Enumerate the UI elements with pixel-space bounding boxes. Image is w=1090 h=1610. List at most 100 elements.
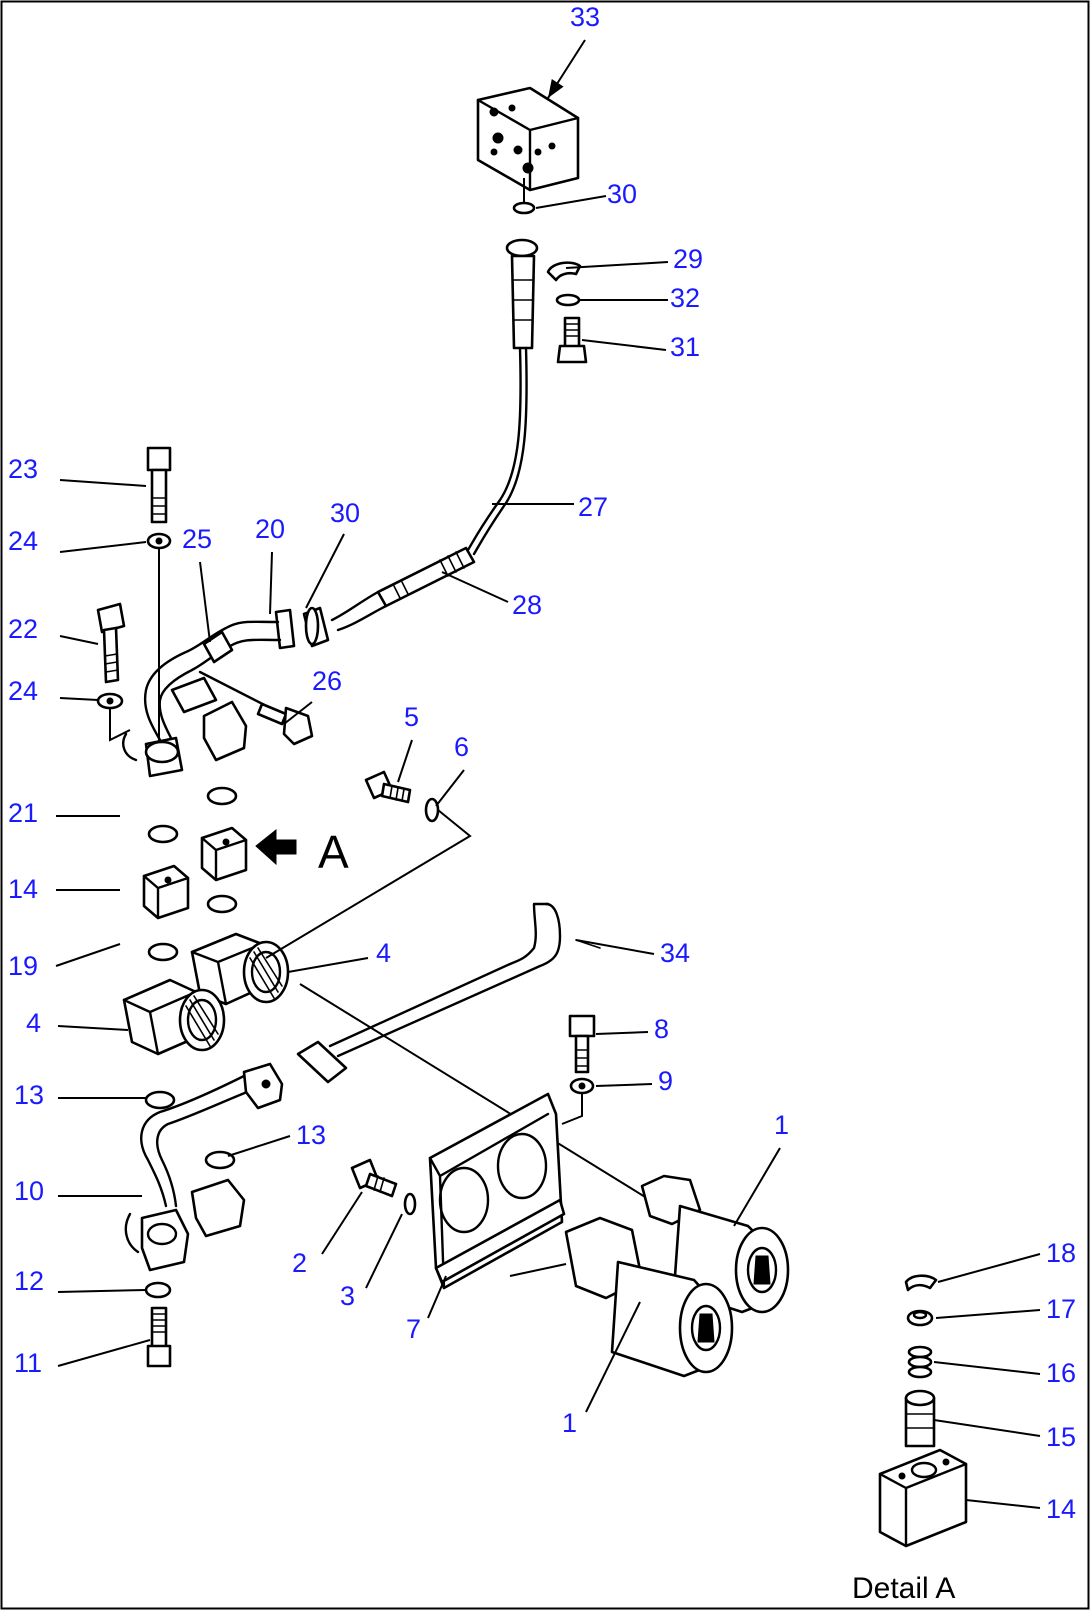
part-21-o-ring-b xyxy=(147,824,179,844)
callout-label: 15 xyxy=(1046,1422,1076,1452)
callout-label: 14 xyxy=(1046,1494,1076,1524)
callout-leader xyxy=(935,1309,1041,1319)
callout-label: 7 xyxy=(406,1314,421,1344)
callout-label: 4 xyxy=(376,938,391,968)
callout-leader xyxy=(397,739,413,783)
callout-leader xyxy=(59,479,147,487)
callout-label: 30 xyxy=(607,179,637,209)
callout-leader xyxy=(57,1339,151,1367)
callout-label: 1 xyxy=(774,1110,789,1140)
callout-leader xyxy=(933,1361,1041,1375)
callout-label: 2 xyxy=(292,1248,307,1278)
part-7-bracket xyxy=(428,1092,566,1290)
callout-leader xyxy=(57,1289,147,1293)
callout-leader xyxy=(435,769,465,807)
part-19-o-ring-a xyxy=(206,894,238,914)
part-31-bolt xyxy=(556,316,588,364)
part-33-junction-block xyxy=(476,86,580,192)
part-4-solenoid-valve-lower xyxy=(122,978,226,1056)
callout-leader xyxy=(535,195,607,209)
part-13-o-ring-a xyxy=(144,1090,176,1110)
callout-label: 27 xyxy=(578,492,608,522)
callout-arrowhead xyxy=(548,79,564,98)
callout-label: 31 xyxy=(670,332,700,362)
callout-leader xyxy=(55,943,121,967)
part-1-filter-upper xyxy=(640,1174,790,1314)
callout-label: 22 xyxy=(8,614,38,644)
callout-label: 12 xyxy=(14,1266,44,1296)
callout-label: 25 xyxy=(182,524,212,554)
callout-label: 3 xyxy=(340,1281,355,1311)
part-8-bolt xyxy=(568,1014,596,1074)
callout-label: 24 xyxy=(8,676,38,706)
callout-label: 18 xyxy=(1046,1238,1076,1268)
callout-leader xyxy=(283,701,313,725)
callout-label: 10 xyxy=(14,1176,44,1206)
callout-label: 32 xyxy=(670,283,700,313)
callout-label: 34 xyxy=(660,938,690,968)
part-14-valve-block-detail xyxy=(878,1448,968,1548)
arrow-left-icon xyxy=(255,828,297,866)
callout-leader xyxy=(59,635,99,645)
callout-leader xyxy=(733,1147,781,1227)
part-18-snap-ring xyxy=(904,1274,938,1292)
callout-leader xyxy=(57,1025,129,1031)
part-22-bolt xyxy=(96,602,126,684)
part-15-valve-spool xyxy=(904,1389,936,1448)
part-11-bolt xyxy=(146,1306,172,1368)
callout-label: 26 xyxy=(312,666,342,696)
clamp-block-upper xyxy=(122,676,248,778)
callout-label: 17 xyxy=(1046,1294,1076,1324)
callout-leader xyxy=(933,1419,1041,1437)
callout-leader xyxy=(321,1191,363,1255)
detail-a-title: Detail A xyxy=(852,1572,955,1605)
callout-label: 19 xyxy=(8,951,38,981)
callout-label: 11 xyxy=(14,1348,42,1378)
callout-leader xyxy=(595,1083,653,1087)
part-29-clip xyxy=(546,261,582,282)
callout-leader xyxy=(287,957,369,973)
part-3-washer xyxy=(403,1192,417,1216)
view-letter-a: A xyxy=(318,826,349,878)
part-23-bolt xyxy=(146,446,172,524)
callout-label: 13 xyxy=(14,1080,44,1110)
callout-leader xyxy=(585,1301,641,1413)
part-14-block-b xyxy=(142,864,190,920)
callout-leader xyxy=(365,1213,403,1289)
part-4-solenoid-valve-upper xyxy=(190,932,290,1006)
callout-leader xyxy=(581,339,667,351)
callout-label: 28 xyxy=(512,590,542,620)
callout-label: 30 xyxy=(330,498,360,528)
callout-leader xyxy=(59,697,99,701)
part-30-washer-upper xyxy=(512,201,536,215)
part-drawings xyxy=(96,86,968,1548)
part-26-bolt xyxy=(198,670,314,746)
callout-label: 13 xyxy=(296,1120,326,1150)
callout-label: 8 xyxy=(654,1014,669,1044)
part-10-tube xyxy=(124,1062,284,1272)
part-32-washer xyxy=(555,293,581,307)
part-21-o-ring-a xyxy=(206,786,238,806)
callout-leader xyxy=(269,551,273,615)
callout-leader xyxy=(227,1135,291,1157)
part-28-tube-joint xyxy=(330,546,476,632)
callout-leader xyxy=(965,1499,1041,1509)
part-20-tube xyxy=(143,608,296,742)
part-2-bolt xyxy=(350,1158,398,1198)
callout-label: 5 xyxy=(404,702,419,732)
callout-label: 14 xyxy=(8,874,38,904)
callout-label: 9 xyxy=(658,1066,673,1096)
part-13-o-ring-b xyxy=(204,1150,236,1170)
callout-leader xyxy=(199,561,211,643)
part-19-o-ring-b xyxy=(147,942,179,962)
callout-label: 23 xyxy=(8,454,38,484)
part-6-washer xyxy=(424,797,440,823)
callout-leader xyxy=(575,939,655,955)
callout-leader xyxy=(937,1253,1041,1283)
callout-leader xyxy=(441,571,509,603)
callout-leader xyxy=(427,1275,447,1319)
